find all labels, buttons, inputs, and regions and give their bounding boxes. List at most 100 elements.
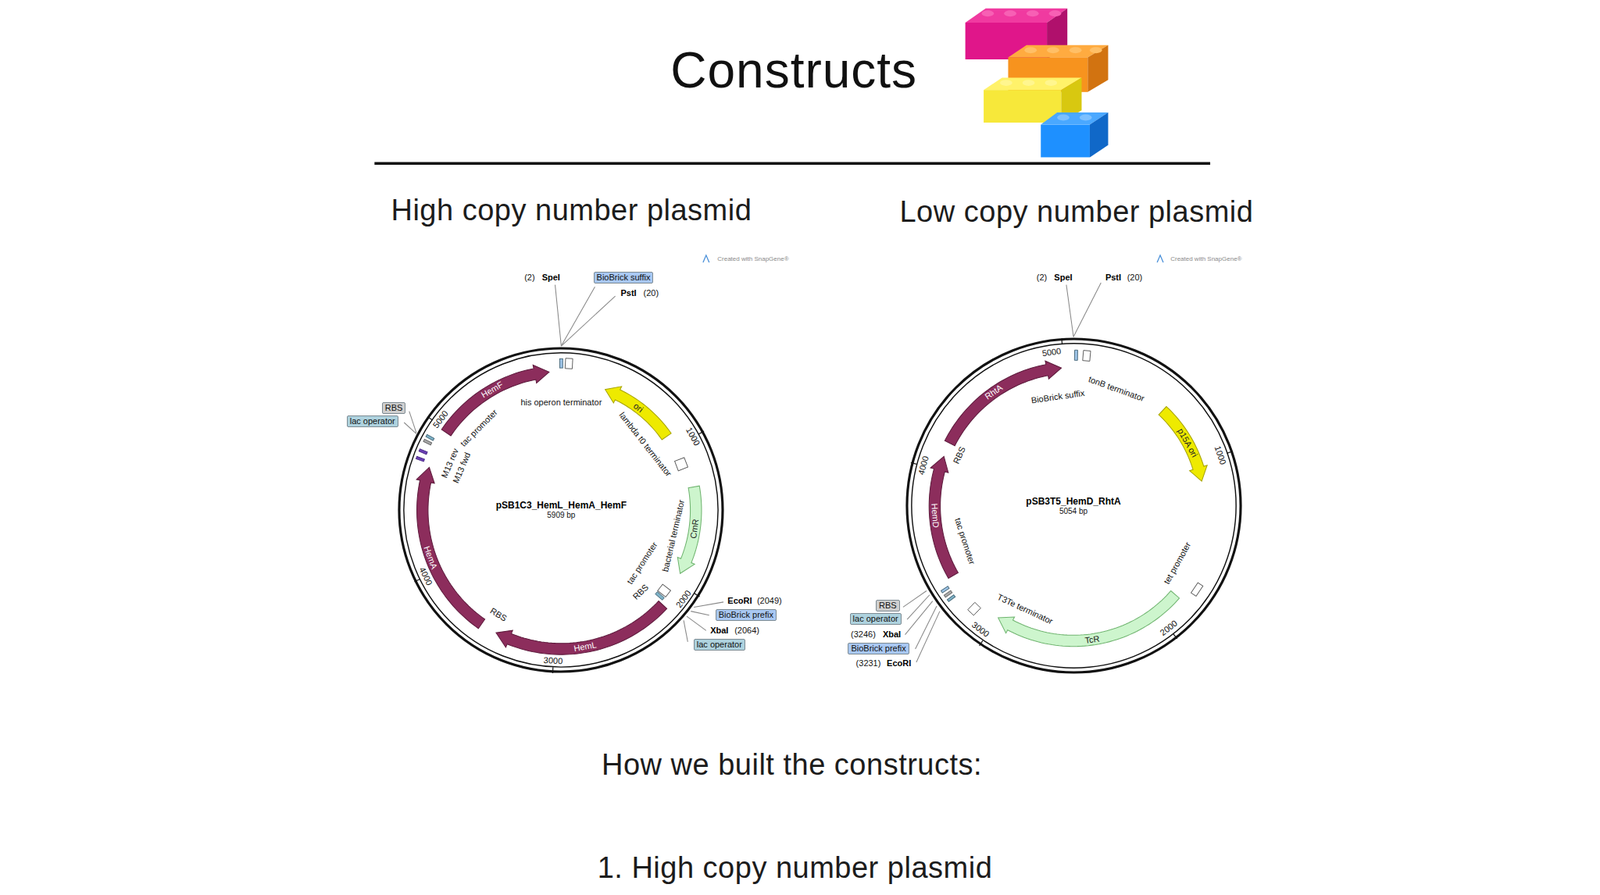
feature-box <box>946 595 955 603</box>
feature-tag: lac operator <box>850 613 902 625</box>
section-heading: 1. High copy number plasmid <box>597 851 993 886</box>
feature-tag-text: lac operator <box>853 614 899 625</box>
feature-label: tac promoter <box>952 517 977 567</box>
plasmid-name: pSB3T5_HemD_RhtA <box>1025 496 1121 508</box>
inner-ring <box>910 343 1236 668</box>
leader-line <box>555 285 562 347</box>
feature-label: tet promoter <box>1161 540 1193 586</box>
leader-line <box>907 595 930 620</box>
feature-tag: BioBrick suffix <box>593 271 654 284</box>
feature-label: BioBrick suffix <box>1030 388 1086 406</box>
feature-box <box>675 457 689 472</box>
feature-box <box>1191 582 1204 597</box>
feature-label: (2) <box>524 272 535 283</box>
leader-line <box>560 296 615 347</box>
leader-line <box>905 601 933 636</box>
feature-label: (3231) <box>856 658 882 669</box>
feature-tag-text: lac operator <box>696 639 743 650</box>
feature-box <box>943 590 952 598</box>
feature-label: (3246) <box>850 629 876 640</box>
leader-line <box>903 591 927 608</box>
leader-line <box>690 611 710 616</box>
brick-stud <box>1079 114 1093 122</box>
plasmid-size: 5909 bp <box>546 510 575 521</box>
feature-box <box>425 434 435 441</box>
feature-tag: RBS <box>875 600 900 612</box>
brick-side <box>1087 45 1108 93</box>
feature-arcs <box>414 338 1233 674</box>
gene-arrow <box>416 467 485 629</box>
plasmid-name: pSB1C3_HemL_HemA_HemF <box>496 500 627 511</box>
page-title: Constructs <box>670 42 918 101</box>
gene-arrow <box>496 601 668 656</box>
brick-stud <box>1003 10 1017 17</box>
plasmid-size: 5054 bp <box>1059 507 1088 517</box>
leader-line <box>409 411 417 433</box>
feature-tag: lac operator <box>693 639 746 651</box>
marker-arrow <box>677 485 702 574</box>
feature-label: (2064) <box>734 625 760 636</box>
leader-line <box>1073 282 1101 337</box>
gene-name: HemL <box>573 639 598 654</box>
enzyme-site: XbaI <box>710 625 729 636</box>
enzyme-site: EcoRI <box>886 658 911 669</box>
origin-arrow <box>1158 407 1208 483</box>
feature-box <box>559 358 563 368</box>
feature-label: 3000 <box>543 655 564 667</box>
brick-stud <box>1069 46 1083 54</box>
leader-lines <box>403 282 1101 663</box>
feature-tag-text: BioBrick suffix <box>596 272 651 283</box>
feature-tag: BioBrick prefix <box>847 642 909 655</box>
enzyme-site: SpeI <box>1053 272 1072 283</box>
feature-label: RBS <box>630 582 650 603</box>
feature-box <box>415 456 425 462</box>
brick-stud <box>1089 46 1103 54</box>
feature-label: tac promoter <box>625 539 660 586</box>
feature-box <box>423 439 433 446</box>
enzyme-site: EcoRI <box>727 596 752 607</box>
section-heading: How we built the constructs: <box>601 748 983 783</box>
feature-tag-text: RBS <box>878 600 897 611</box>
outer-ring <box>399 348 723 672</box>
feature-box <box>564 358 573 370</box>
feature-tag: RBS <box>382 402 407 415</box>
feature-label: his operon terminator <box>520 396 602 408</box>
brick-stud <box>1022 79 1036 86</box>
gene-name: HemD <box>928 503 941 529</box>
feature-tag-text: RBS <box>385 403 404 414</box>
brick-stud <box>1044 79 1058 86</box>
plasmid-map: pSB3T5_HemD_RhtA5054 bp <box>905 337 1243 675</box>
section-heading: High copy number plasmid <box>390 194 752 229</box>
enzyme-site: PstI <box>620 288 636 299</box>
feature-label: 1000 <box>684 426 703 449</box>
feature-tag-text: lac operator <box>350 416 396 427</box>
brick-stud <box>981 10 994 17</box>
feature-label: RBS <box>488 606 509 624</box>
brick-stud <box>1024 46 1037 54</box>
leader-line <box>560 286 595 347</box>
outer-ring <box>906 339 1240 673</box>
feature-box <box>1082 350 1091 362</box>
brick-side <box>1089 112 1109 158</box>
brick-front <box>983 89 1061 123</box>
feature-label: (20) <box>643 288 660 299</box>
title-rule <box>374 162 1211 165</box>
enzyme-site: SpeI <box>542 272 561 283</box>
feature-box <box>967 602 982 616</box>
brick-front <box>1040 125 1090 158</box>
feature-label: (2) <box>1036 272 1047 283</box>
marker-arrow <box>998 590 1180 647</box>
logo-mark <box>1157 255 1164 263</box>
lego-bricks <box>965 8 1109 158</box>
feature-label: tonB terminator <box>1086 374 1146 404</box>
feature-label: 2000 <box>1158 618 1180 639</box>
leader-line <box>915 606 937 650</box>
feature-box <box>1074 350 1078 361</box>
feature-label: 3000 <box>969 620 991 640</box>
leader-line <box>403 422 417 434</box>
feature-tag: lac operator <box>346 415 399 428</box>
feature-box <box>655 592 665 601</box>
feature-name: TcR <box>1084 633 1101 646</box>
logo-mark <box>703 255 710 263</box>
leader-line <box>683 620 688 642</box>
